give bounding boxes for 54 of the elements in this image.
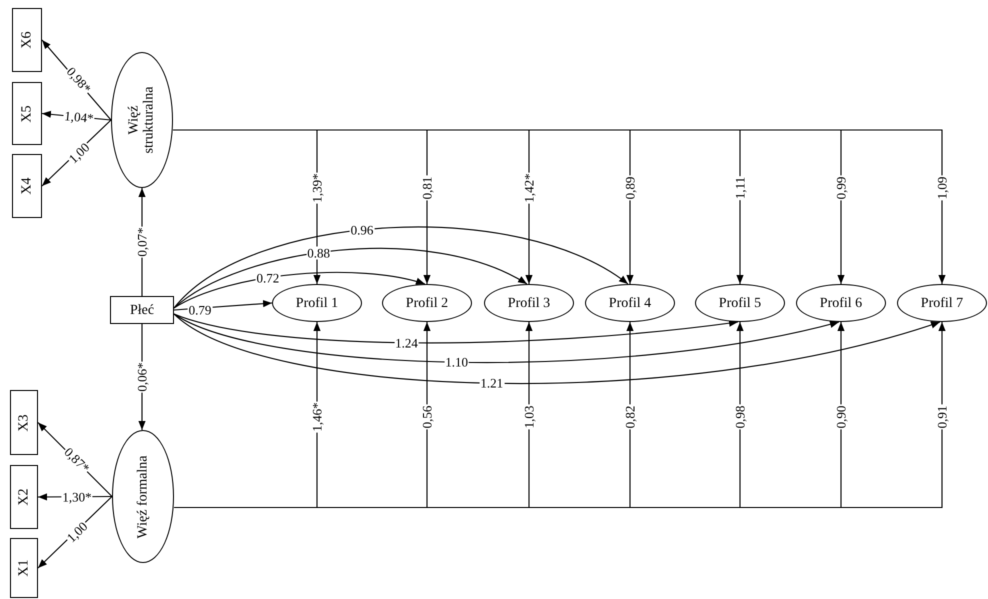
- edge-label: 1.24: [394, 336, 419, 350]
- node-label: X6: [19, 30, 35, 51]
- edge-label: 0,06*: [136, 361, 148, 393]
- node-label: Profil 1: [294, 294, 340, 312]
- node-label: X1: [16, 558, 32, 579]
- node-label: X2: [16, 487, 32, 508]
- edge-label: 1.10: [444, 356, 469, 369]
- indicator-box: [12, 8, 42, 72]
- node-label: Profil 3: [506, 294, 552, 312]
- edge-label: 0,07*: [136, 226, 148, 258]
- variable-box: [110, 296, 174, 324]
- edge-label: 0.96: [350, 223, 374, 236]
- node-label: X4: [19, 176, 35, 197]
- node-label: Więź formalna: [135, 454, 151, 538]
- edge-label: 0,90: [834, 404, 848, 430]
- edge-label: 0,98: [734, 404, 746, 430]
- edge-label: 0,81: [420, 176, 434, 200]
- arrow: [174, 272, 426, 308]
- node-label: Profil 7: [920, 294, 964, 312]
- arrow: [174, 248, 528, 308]
- node-label: Profil 5: [718, 294, 762, 312]
- edge-label: 1,39*: [310, 172, 324, 204]
- indicator-box: [10, 390, 38, 455]
- node-label: Profil 4: [608, 294, 652, 312]
- node-label: Profil 2: [404, 294, 450, 312]
- indicator-box: [10, 538, 38, 598]
- node-label: X5: [19, 104, 35, 124]
- edge-label: 0,99: [834, 176, 848, 200]
- edge-label: 0,89: [624, 176, 636, 200]
- edge-label: 1,11: [734, 176, 746, 200]
- arrow: [174, 226, 628, 308]
- edge-label: 0.79: [188, 304, 212, 316]
- node-label: X3: [16, 412, 32, 434]
- edge-label: 0.88: [306, 246, 332, 260]
- edge-label: 1,42*: [522, 172, 536, 204]
- node-label: Więź strukturalna: [126, 86, 158, 156]
- edge-label: 1.21: [479, 376, 504, 390]
- indicator-box: [10, 465, 38, 529]
- indicator-box: [12, 154, 42, 218]
- arrow: [174, 314, 840, 363]
- edge-label: 1,03: [522, 404, 536, 430]
- arrow: [174, 313, 738, 344]
- arrow: [174, 314, 940, 384]
- edge-label: 0.72: [255, 271, 280, 284]
- edge-label: 1,30*: [61, 490, 93, 504]
- edge-label: 0,56: [420, 404, 434, 430]
- node-label: Płeć: [128, 302, 156, 320]
- edge-label: 1,04*: [62, 108, 95, 125]
- node-label: Profil 6: [818, 294, 864, 312]
- edge-label: 1,46*: [310, 401, 324, 433]
- edge-label: 1,09: [936, 176, 948, 200]
- edge-label: 0,82: [624, 404, 636, 430]
- indicator-box: [12, 82, 42, 145]
- edge-label: 0,91: [936, 404, 948, 430]
